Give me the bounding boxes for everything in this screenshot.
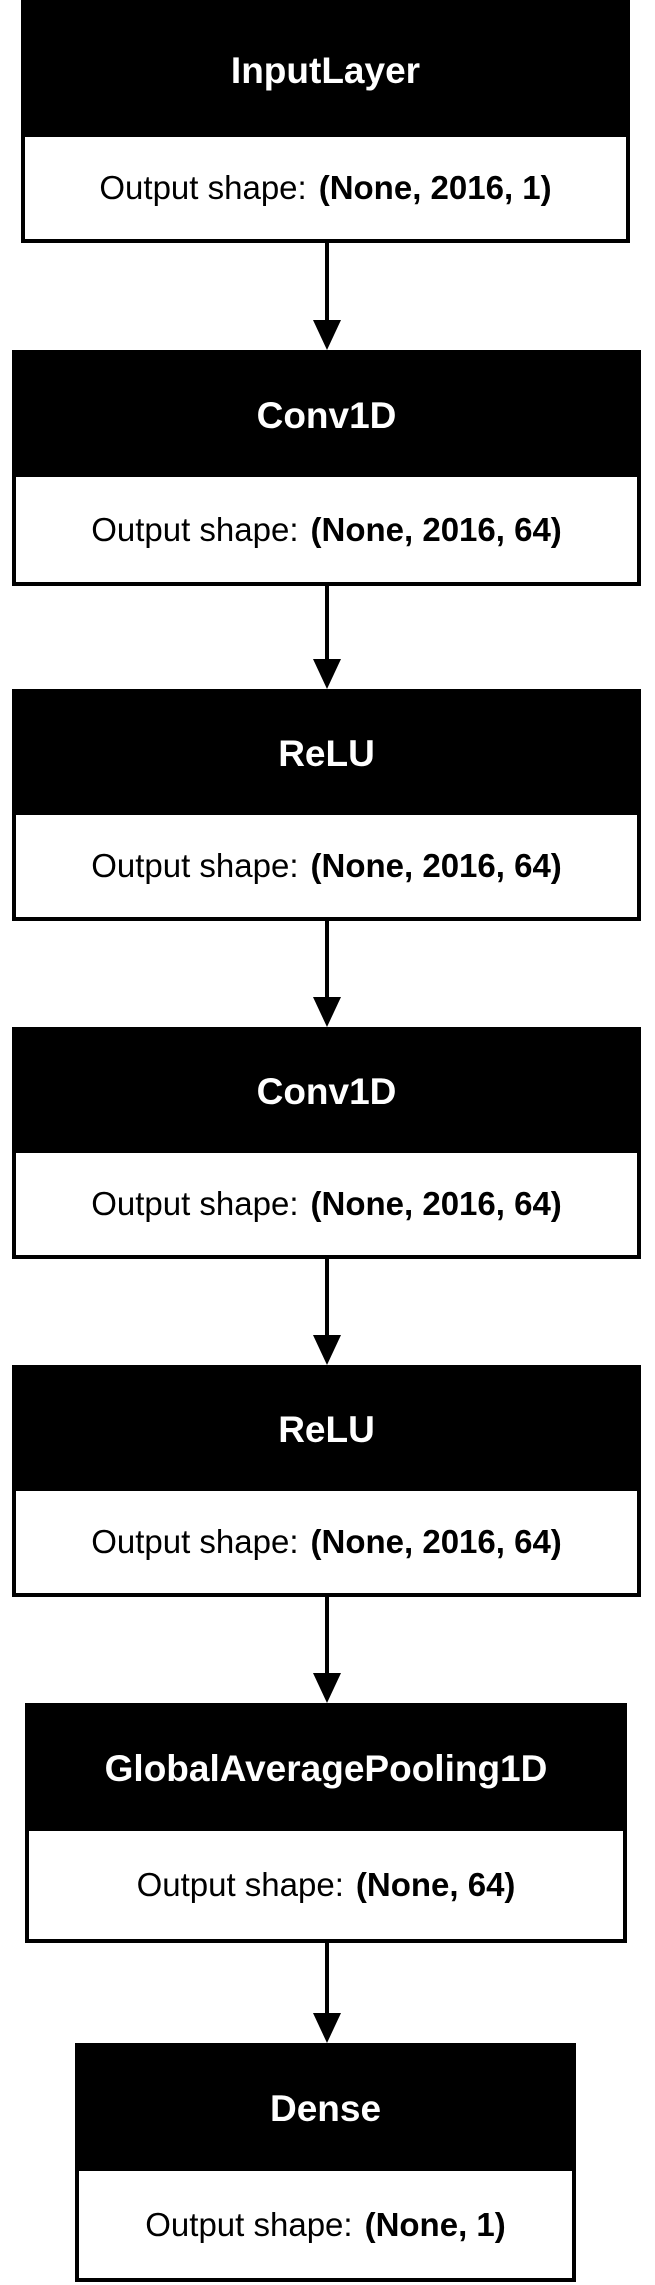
layer-output-shape: Output shape: (None, 2016, 64) (16, 815, 637, 917)
layer-title: ReLU (16, 693, 637, 815)
layer-title: ReLU (16, 1369, 637, 1491)
layer-node-relu-1: ReLU Output shape: (None, 2016, 64) (12, 689, 641, 921)
arrow-globalaveragepooling1d-to-dense (313, 1943, 341, 2043)
layer-title: Dense (79, 2047, 572, 2171)
layer-output-shape: Output shape: (None, 1) (79, 2171, 572, 2278)
output-shape-value: (None, 2016, 64) (310, 847, 562, 884)
layer-node-dense: Dense Output shape: (None, 1) (75, 2043, 576, 2282)
output-shape-value: (None, 2016, 64) (310, 510, 562, 548)
output-shape-label: Output shape: (145, 2205, 353, 2243)
arrow-conv1d-to-relu-2 (313, 1259, 341, 1365)
output-shape-label: Output shape: (91, 510, 299, 548)
output-shape-label: Output shape: (136, 1866, 344, 1903)
layer-output-shape: Output shape: (None, 2016, 64) (16, 1153, 637, 1255)
layer-output-shape: Output shape: (None, 2016, 1) (25, 137, 626, 239)
layer-node-conv1d-1: Conv1D Output shape: (None, 2016, 64) (12, 350, 641, 586)
layer-output-shape: Output shape: (None, 2016, 64) (16, 477, 637, 582)
arrow-conv1d-to-relu (313, 586, 341, 689)
output-shape-value: (None, 64) (355, 1866, 516, 1903)
layer-output-shape: Output shape: (None, 64) (29, 1831, 623, 1939)
arrow-inputlayer-to-conv1d (313, 243, 341, 350)
layer-output-shape: Output shape: (None, 2016, 64) (16, 1491, 637, 1593)
output-shape-value: (None, 2016, 64) (310, 1185, 562, 1222)
output-shape-label: Output shape: (99, 169, 307, 206)
arrow-relu-to-conv1d (313, 921, 341, 1027)
layer-title: InputLayer (25, 4, 626, 137)
output-shape-value: (None, 2016, 64) (310, 1523, 562, 1560)
layer-node-conv1d-2: Conv1D Output shape: (None, 2016, 64) (12, 1027, 641, 1259)
output-shape-value: (None, 2016, 1) (318, 169, 552, 206)
arrow-relu-to-globalaveragepooling1d (313, 1597, 341, 1703)
output-shape-label: Output shape: (91, 847, 299, 884)
output-shape-label: Output shape: (91, 1523, 299, 1560)
layer-node-relu-2: ReLU Output shape: (None, 2016, 64) (12, 1365, 641, 1597)
layer-title: Conv1D (16, 354, 637, 477)
layer-title: GlobalAveragePooling1D (29, 1707, 623, 1831)
output-shape-label: Output shape: (91, 1185, 299, 1222)
layer-node-globalaveragepooling1d: GlobalAveragePooling1D Output shape: (No… (25, 1703, 627, 1943)
layer-node-inputlayer: InputLayer Output shape: (None, 2016, 1) (21, 0, 630, 243)
layer-title: Conv1D (16, 1031, 637, 1153)
output-shape-value: (None, 1) (364, 2205, 506, 2243)
